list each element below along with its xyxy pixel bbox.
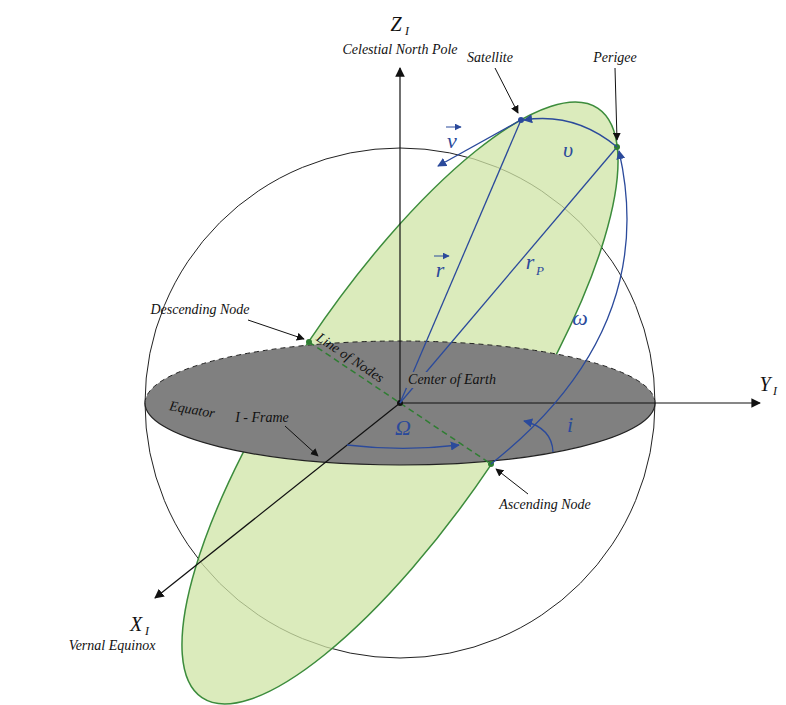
node-point <box>306 339 312 345</box>
radius-symbol: r <box>436 259 445 281</box>
radius-symbol: r <box>526 251 535 273</box>
velocity-symbol: v <box>447 130 457 152</box>
frame-label: I - Frame <box>235 411 289 425</box>
descending-node-label: Descending Node <box>150 303 249 317</box>
axis-subscript: I <box>405 25 409 37</box>
center-label: Center of Earth <box>406 372 498 388</box>
x-axis <box>155 403 400 598</box>
axis-subscript: I <box>145 625 149 637</box>
equator-label: Equator <box>168 399 216 421</box>
ascending-node-label: Ascending Node <box>499 498 590 512</box>
perigee-vector <box>400 147 617 403</box>
equator-front-edge <box>145 403 655 465</box>
leader-line <box>495 68 518 113</box>
z-axis <box>399 68 400 403</box>
velocity-vector <box>438 120 521 166</box>
leader-line <box>496 469 528 494</box>
axis-letter: Z <box>390 14 401 34</box>
axis-letter: X <box>130 614 142 634</box>
argument-of-perigee-arc <box>491 151 627 464</box>
perigee-label: Perigee <box>593 51 637 65</box>
y-axis <box>400 402 760 403</box>
axis-subscript: I <box>773 385 777 397</box>
pole-label: Celestial North Pole <box>342 43 457 57</box>
perigee-argument-symbol: ω <box>572 307 588 329</box>
orbit-plane <box>111 47 690 705</box>
leader-line <box>615 68 617 140</box>
raan-arc <box>347 445 459 448</box>
vector-accent <box>446 127 461 128</box>
radius-subscript: P <box>536 264 544 277</box>
raan-symbol: Ω <box>395 417 411 439</box>
axis-letter: Y <box>759 374 770 394</box>
true-anomaly-symbol: υ <box>563 139 573 161</box>
leader-line <box>248 320 304 339</box>
line-of-nodes-label: Line of Nodes <box>314 331 386 386</box>
inclination-symbol: i <box>567 414 573 436</box>
inclination-arc <box>524 421 553 452</box>
satellite-label: Satellite <box>467 51 513 65</box>
leader-line <box>285 426 318 456</box>
position-vector <box>400 120 521 403</box>
vector-accent <box>434 256 449 257</box>
equinox-label: Vernal Equinox <box>69 639 156 653</box>
